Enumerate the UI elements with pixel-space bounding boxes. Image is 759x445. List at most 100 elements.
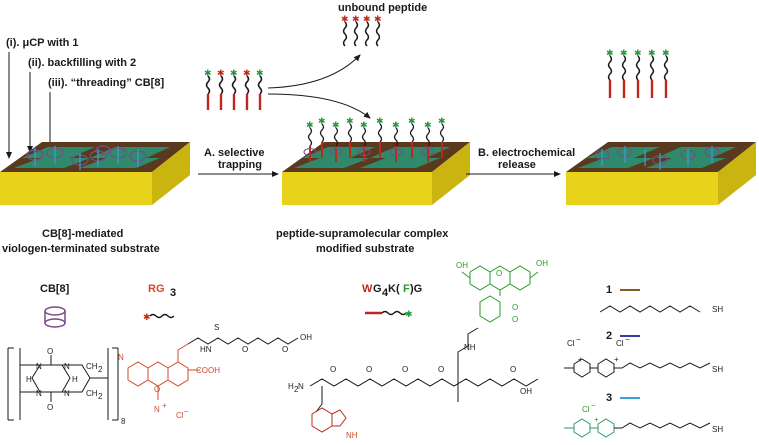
substrate-right	[566, 142, 756, 205]
svg-text:2: 2	[98, 392, 103, 401]
step-2-label: (ii). backfilling with 2	[28, 57, 136, 69]
svg-text:+: +	[594, 415, 599, 424]
rg3-chain	[187, 337, 299, 345]
svg-text:+: +	[614, 355, 619, 364]
svg-text:Cl: Cl	[567, 339, 575, 348]
svg-text:2: 2	[606, 330, 612, 342]
svg-text:✱: ✱	[424, 121, 432, 131]
peptide-mixture: ✱✱ ✱✱ ✱	[204, 69, 264, 110]
svg-text:N: N	[154, 405, 160, 414]
svg-text:✱: ✱	[376, 117, 384, 127]
svg-text:4: 4	[382, 287, 389, 299]
svg-text:N: N	[36, 362, 42, 371]
svg-text:OH: OH	[536, 259, 548, 268]
svg-text:H: H	[72, 375, 78, 384]
svg-text:CH: CH	[86, 389, 98, 398]
svg-text:O: O	[512, 303, 518, 312]
svg-text:−: −	[184, 407, 189, 416]
svg-text:1: 1	[606, 284, 612, 296]
compound-2: 2 Cl − Cl − + + SH	[564, 330, 723, 378]
unbound-peptide-label: unbound peptide	[338, 2, 427, 14]
svg-text:G: G	[373, 283, 382, 295]
rg3-atoms: O N COOH N + Cl − S HN O O OH	[118, 323, 312, 420]
arrow-a-label-1: A. selective	[204, 147, 265, 159]
middle-caption-1: peptide-supramolecular complex	[276, 228, 449, 240]
middle-caption-2: modified substrate	[316, 243, 414, 255]
svg-text:COOH: COOH	[196, 366, 220, 375]
svg-text:✱: ✱	[374, 15, 382, 25]
released-peptides: ✱ ✱ ✱ ✱ ✱	[606, 49, 670, 98]
svg-text:N: N	[118, 353, 124, 362]
svg-text:✱: ✱	[363, 15, 371, 25]
peptide-atoms: H 2 N O O O O O NH NH OH	[288, 343, 532, 440]
svg-text:)G: )G	[410, 283, 422, 295]
svg-text:✱: ✱	[230, 69, 238, 79]
svg-text:Cl: Cl	[176, 411, 184, 420]
legend-peptide-label: W G 4 K( F )G	[362, 283, 422, 299]
svg-text:✱: ✱	[438, 117, 446, 127]
left-caption-2: viologen-terminated substrate	[2, 243, 160, 255]
svg-text:O: O	[154, 385, 160, 394]
legend-cb8-label: CB[8]	[40, 283, 70, 295]
svg-text:✱: ✱	[318, 117, 326, 127]
svg-text:+: +	[578, 355, 583, 364]
viologen-chains-left	[34, 146, 139, 170]
svg-text:O: O	[47, 403, 53, 412]
svg-text:✱: ✱	[256, 69, 264, 79]
cb8-atoms: O O N N N N H H CH 2 CH 2 8	[26, 347, 126, 426]
arrow-a-label-2: trapping	[218, 159, 262, 171]
svg-text:N: N	[64, 389, 70, 398]
svg-text:O: O	[242, 345, 248, 354]
svg-text:H: H	[288, 382, 294, 391]
svg-text:N: N	[36, 389, 42, 398]
svg-text:✱: ✱	[204, 69, 212, 79]
svg-text:✱: ✱	[352, 15, 360, 25]
compound-1: 1 SH	[599, 284, 723, 314]
svg-text:NH: NH	[464, 343, 476, 352]
bound-peptides-middle: ✱✱✱ ✱✱✱ ✱✱✱ ✱	[303, 117, 446, 162]
svg-text:RG: RG	[148, 283, 165, 295]
svg-text:✱: ✱	[143, 313, 151, 323]
svg-text:✱: ✱	[405, 310, 413, 320]
svg-text:−: −	[625, 335, 630, 344]
cb8-icon	[44, 306, 66, 328]
svg-text:✱: ✱	[346, 117, 354, 127]
peptide-backbone	[309, 327, 539, 413]
fluorescein-atoms: OH OH O O O	[456, 259, 548, 324]
svg-text:O: O	[330, 365, 336, 374]
left-caption-1: CB[8]-mediated	[42, 228, 123, 240]
viologen-chains-right	[601, 146, 713, 170]
svg-text:S: S	[214, 323, 219, 332]
fluorescein-structure	[461, 265, 539, 323]
svg-text:3: 3	[606, 392, 612, 404]
svg-text:O: O	[512, 315, 518, 324]
svg-text:Cl: Cl	[616, 339, 624, 348]
svg-text:3: 3	[170, 287, 176, 299]
cb8-structure	[7, 347, 119, 421]
arrow-b-label-1: B. electrochemical	[478, 147, 575, 159]
peptide-icon: ✱	[365, 310, 413, 320]
svg-text:2: 2	[98, 365, 103, 374]
svg-text:O: O	[282, 345, 288, 354]
svg-text:✱: ✱	[634, 49, 642, 59]
svg-text:H: H	[26, 375, 32, 384]
svg-text:OH: OH	[456, 261, 468, 270]
svg-text:✱: ✱	[360, 121, 368, 131]
svg-text:OH: OH	[300, 333, 312, 342]
svg-text:✱: ✱	[648, 49, 656, 59]
svg-text:N: N	[298, 382, 304, 391]
svg-text:8: 8	[121, 417, 126, 426]
svg-text:✱: ✱	[306, 121, 314, 131]
svg-text:✱: ✱	[408, 117, 416, 127]
split-arrows	[267, 54, 371, 119]
step-3-label: (iii). “threading” CB[8]	[48, 77, 164, 89]
svg-text:✱: ✱	[620, 49, 628, 59]
svg-text:SH: SH	[712, 365, 723, 374]
svg-text:✱: ✱	[606, 49, 614, 59]
substrate-left	[0, 142, 190, 205]
svg-text:✱: ✱	[662, 49, 670, 59]
svg-text:O: O	[402, 365, 408, 374]
arrow-b-label-2: release	[498, 159, 536, 171]
